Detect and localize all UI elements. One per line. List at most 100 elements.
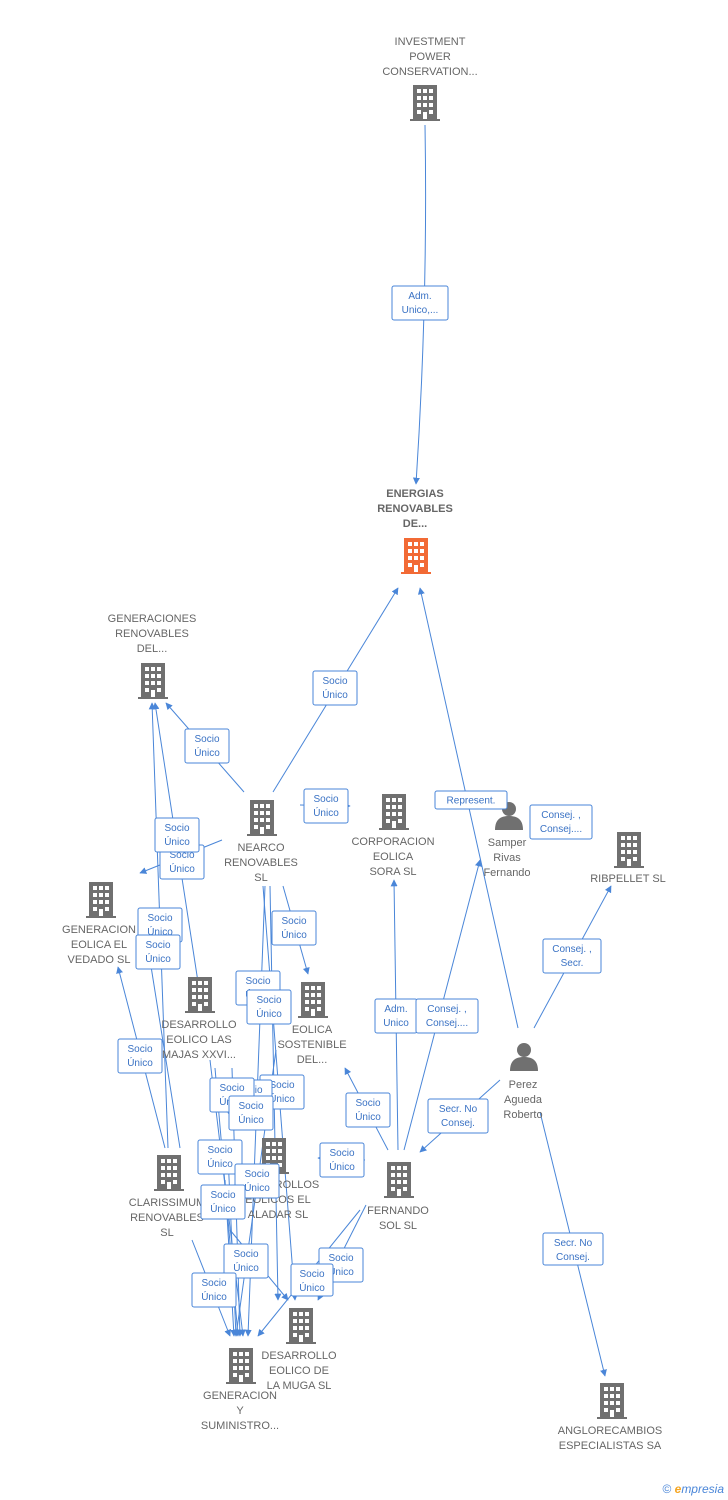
node-label-text: CONSERVATION... [382,66,477,78]
edge-label-box [223,1243,269,1279]
edge-label-text: Unico [383,1018,409,1029]
edge-label-text: Socio [328,1253,353,1264]
edge-label-text: Consej.... [540,824,582,835]
node-label-text: GENERACION [203,1390,277,1402]
edge-label-box [312,670,358,706]
edge-label-box [303,788,349,824]
node-generaciones[interactable]: GENERACIONESRENOVABLESDEL... [108,613,197,699]
edge-label[interactable]: Consej. ,Secr. [542,938,602,974]
node-label-text: RENOVABLES [115,628,189,640]
node-label-text: EOLICA [373,851,414,863]
node-label-text: MAJAS XXVI... [162,1049,236,1061]
node-energias[interactable]: ENERGIASRENOVABLESDE... [377,488,453,574]
node-ribpellet[interactable]: RIBPELLET SL [590,832,666,885]
edge-label-box [246,989,292,1025]
edge-label-text: Único [233,1261,259,1274]
node-label-text: CLARISSIMUM [129,1197,205,1209]
edge-label[interactable]: Consej. ,Consej.... [415,998,479,1034]
edge-label-text: Socio [169,850,194,861]
node-label-text: DESARROLLO [161,1019,237,1031]
edge-label-text: Socio [145,940,170,951]
edge-label-text: Único [328,1265,354,1278]
building-icon [86,882,116,918]
footer-brand: © empresia [662,1482,724,1496]
edge-label-box [197,1139,243,1175]
edge-label-box [228,1095,274,1131]
node-label-text: Agueda [504,1094,543,1106]
edge-label-text: Único [256,1007,282,1020]
edge-label-text: Socio [244,1169,269,1180]
node-label-text: Roberto [503,1109,542,1121]
node-sostenible[interactable]: EOLICASOSTENIBLEDEL... [277,982,347,1066]
edge-label-text: Adm. [384,1004,407,1015]
edge-label-box [542,938,602,974]
edge-label[interactable]: Adm.Unico,... [391,285,449,321]
brand-logo[interactable]: empresia [674,1482,724,1496]
copyright-icon: © [662,1482,672,1496]
edge-label-text: Único [355,1110,381,1123]
edge-label-text: Adm. [408,291,431,302]
edge-label-box [427,1098,489,1134]
node-label-text: LA MUGA SL [267,1380,332,1392]
edge-label-text: Socio [233,1249,258,1260]
edge-label[interactable]: Adm. Unico [374,998,418,1034]
edge-label-box [117,1038,163,1074]
edge-label-text: Socio [164,823,189,834]
edge-label-text: Consej. [556,1252,590,1263]
edge-label-text: Represent. [447,796,496,807]
node-label-text: DEL... [137,643,168,655]
edge-label-text: Único [329,1160,355,1173]
node-label-text: Perez [509,1079,538,1091]
edge-label-box [200,1184,246,1220]
building-icon [138,663,168,699]
edge-label[interactable]: Consej. ,Consej.... [529,804,593,840]
edge-label-text: Único [269,1092,295,1105]
building-icon [379,794,409,830]
node-label-text: NEARCO [237,842,285,854]
edge-label[interactable]: Represent. [434,790,508,810]
node-label-text: SOSTENIBLE [277,1039,346,1051]
edge-label-text: Único [244,1181,270,1194]
node-label-text: FERNANDO [367,1205,429,1217]
edge-label-text: Socio [281,916,306,927]
edge-label-text: Socio [219,1083,244,1094]
building-icon [185,977,215,1013]
building-icon [247,800,277,836]
person-icon [510,1043,538,1071]
edge-label-text: Único [313,806,339,819]
edge-label-text: Consej. [441,1118,475,1129]
node-investment[interactable]: INVESTMENTPOWERCONSERVATION... [382,36,478,121]
node-label-text: Fernando [483,867,530,879]
node-suministro[interactable]: GENERACIONYSUMINISTRO... [201,1348,279,1432]
